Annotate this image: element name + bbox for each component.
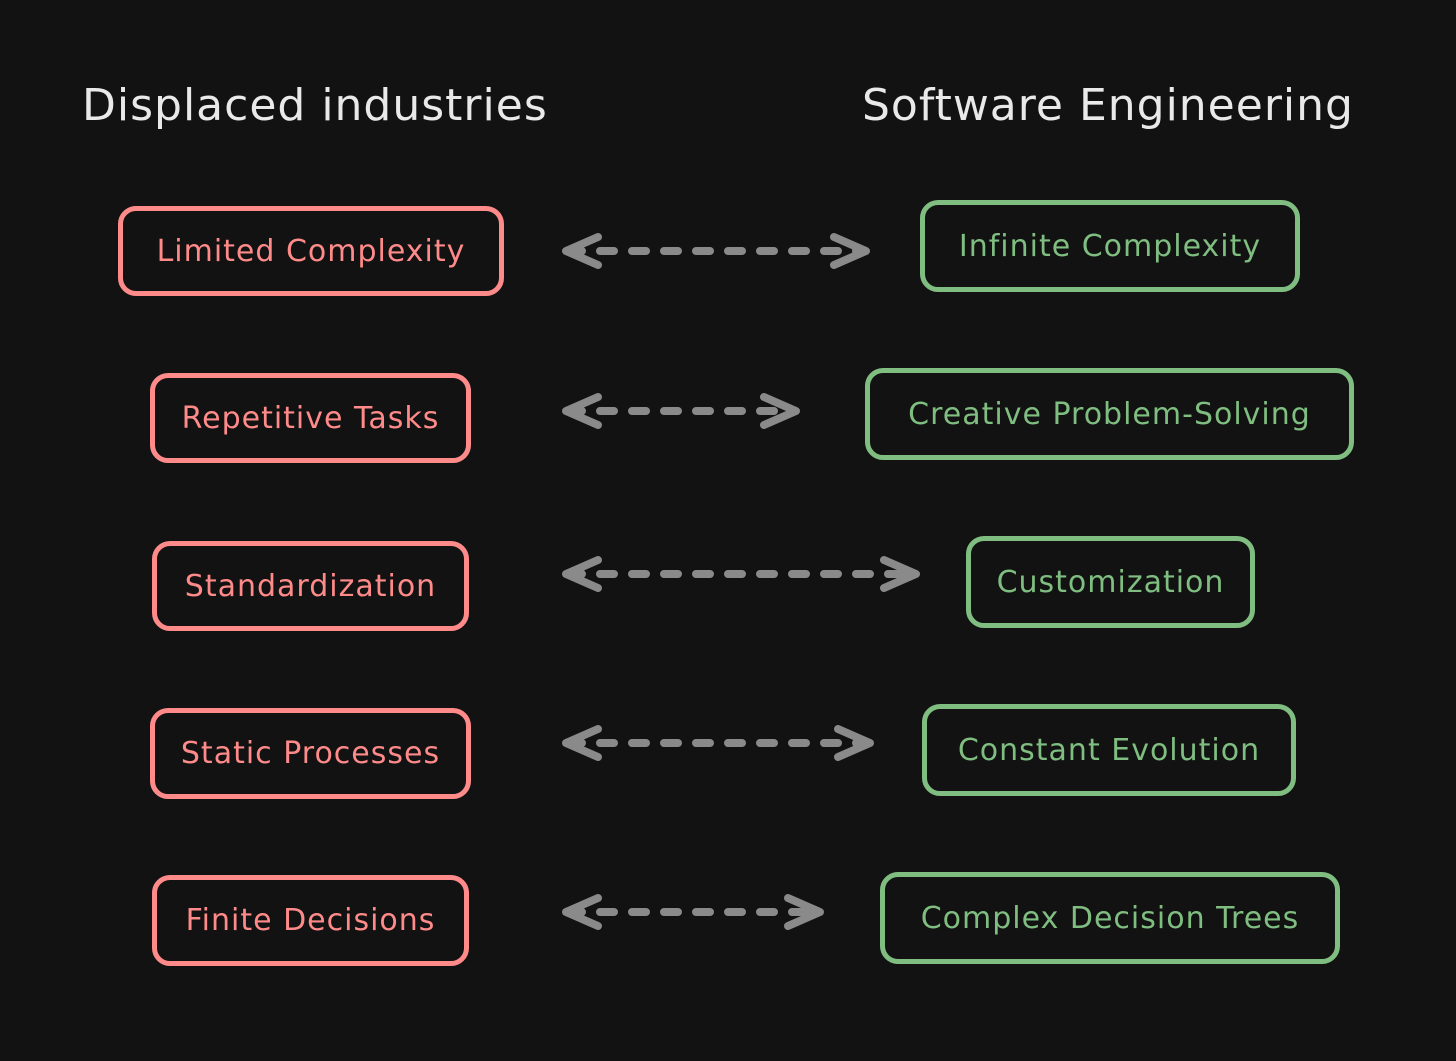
bidirectional-arrow-1 (562, 233, 870, 269)
right-box-infinite-complexity: Infinite Complexity (920, 200, 1300, 292)
bidirectional-arrow-4 (562, 725, 874, 761)
left-box-standardization: Standardization (152, 541, 469, 631)
right-box-complex-decision-trees: Complex Decision Trees (880, 872, 1340, 964)
displaced-industries-heading: Displaced industries (82, 80, 548, 131)
left-box-limited-complexity: Limited Complexity (118, 206, 504, 296)
bidirectional-arrow-3 (562, 556, 920, 592)
right-box-creative-problem-solving: Creative Problem-Solving (865, 368, 1354, 460)
bidirectional-arrow-5 (562, 894, 824, 930)
left-box-finite-decisions: Finite Decisions (152, 875, 469, 966)
left-box-repetitive-tasks: Repetitive Tasks (150, 373, 471, 463)
right-box-customization: Customization (966, 536, 1255, 628)
right-box-constant-evolution: Constant Evolution (922, 704, 1296, 796)
software-engineering-heading: Software Engineering (862, 80, 1354, 131)
bidirectional-arrow-2 (562, 393, 800, 429)
left-box-static-processes: Static Processes (150, 708, 471, 799)
